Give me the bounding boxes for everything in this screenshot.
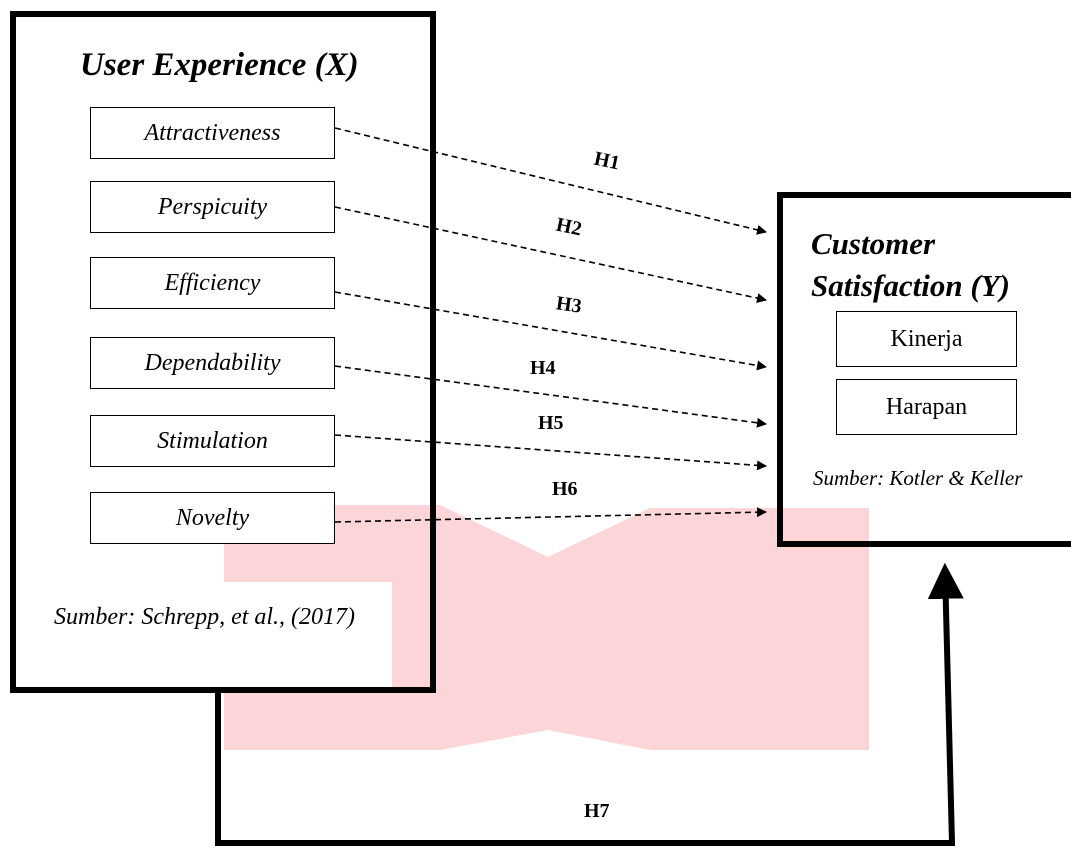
customer-satisfaction-title-line1: Customer xyxy=(811,226,936,261)
indicator-attractiveness: Attractiveness xyxy=(90,107,335,159)
indicator-kinerja: Kinerja xyxy=(836,311,1017,367)
user-experience-title: User Experience (X) xyxy=(80,47,359,83)
label-h1: H1 xyxy=(592,147,622,175)
user-experience-source: Sumber: Schrepp, et al., (2017) xyxy=(54,604,356,630)
label-h3: H3 xyxy=(554,292,584,318)
customer-satisfaction-box xyxy=(777,192,1071,547)
customer-satisfaction-title-line2: Satisfaction (Y) xyxy=(811,268,1010,303)
customer-satisfaction-source: Sumber: Kotler & Keller xyxy=(813,466,1023,490)
label-h7: H7 xyxy=(584,800,610,822)
label-h6: H6 xyxy=(552,478,578,500)
indicator-efficiency: Efficiency xyxy=(90,257,335,309)
indicator-stimulation: Stimulation xyxy=(90,415,335,467)
indicator-dependability: Dependability xyxy=(90,337,335,389)
label-h2: H2 xyxy=(554,213,584,241)
indicator-novelty: Novelty xyxy=(90,492,335,544)
label-h4: H4 xyxy=(530,357,556,379)
customer-satisfaction-title: Customer Satisfaction (Y) xyxy=(811,223,1010,307)
indicator-harapan: Harapan xyxy=(836,379,1017,435)
label-h5: H5 xyxy=(538,412,564,434)
indicator-perspicuity: Perspicuity xyxy=(90,181,335,233)
